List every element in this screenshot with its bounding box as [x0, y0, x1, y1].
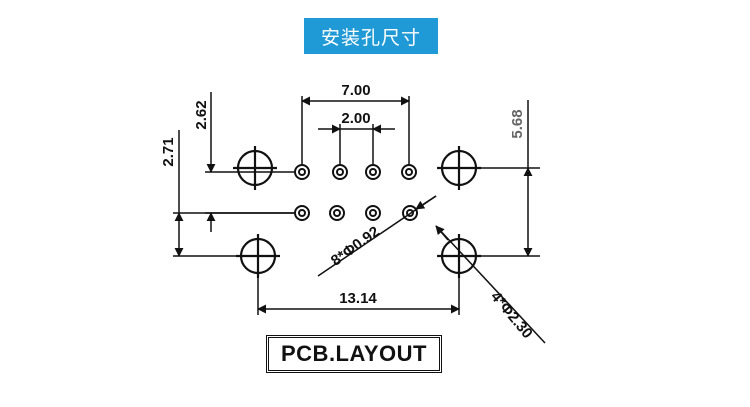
pin-hole [329, 205, 345, 221]
pin-holes-top-row [294, 164, 417, 180]
pin-hole [294, 205, 310, 221]
mount-hole [233, 146, 277, 190]
dim-pin-pitch-label: 2.00 [341, 110, 370, 127]
mount-hole [236, 234, 280, 278]
pin-hole [332, 164, 348, 180]
dim-pin-span-label: 7.00 [341, 82, 370, 99]
dim-row-offset-top-label: 2.62 [193, 100, 210, 129]
mount-holes [233, 146, 481, 278]
dim-mount-holes-label: 4*Φ2.30 [487, 288, 536, 342]
dimension-lines [173, 92, 546, 344]
mount-hole [437, 146, 481, 190]
pin-hole [365, 164, 381, 180]
pin-hole [402, 205, 418, 221]
pin-hole [294, 164, 310, 180]
pcb-layout-label: PCB.LAYOUT [266, 335, 442, 373]
title-banner: 安装孔尺寸 [304, 18, 438, 54]
dim-row-offset-left-label: 2.71 [160, 137, 177, 166]
pin-holes-bottom-row [294, 205, 418, 221]
pin-hole [365, 205, 381, 221]
pin-hole [401, 164, 417, 180]
dim-mount-height-label: 5.68 [509, 109, 526, 138]
mount-hole [437, 234, 481, 278]
dim-mount-span-label: 13.14 [339, 290, 377, 307]
dim-pin-holes-label: 8*Φ0.92 [328, 223, 383, 269]
